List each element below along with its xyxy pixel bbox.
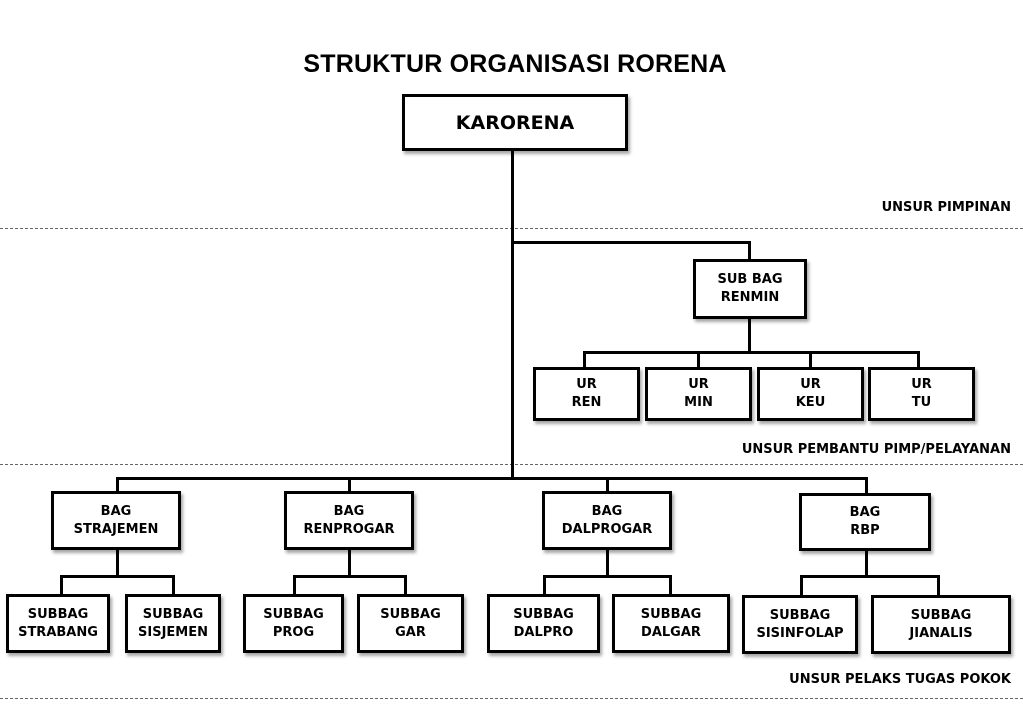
box-ur-keu: UR KEU [757, 367, 864, 421]
box-subbag-strabang: SUBBAG STRABANG [6, 594, 110, 653]
box-subbag-sisinfolap-line1: SUBBAG [769, 607, 831, 623]
zone-label-pelaks: UNSUR PELAKS TUGAS POKOK [789, 672, 1011, 687]
box-subbag-dalgar-line1: SUBBAG [640, 606, 702, 622]
connector-ur-keu [809, 351, 812, 368]
connector-urusan-bus [583, 351, 919, 354]
box-bag-dalprogar: BAG DALPROGAR [542, 491, 672, 550]
box-subbag-dalpro-line2: DALPRO [513, 624, 574, 640]
box-subbag-dalgar: SUBBAG DALGAR [612, 594, 730, 653]
box-bag-rbp-line1: BAG [849, 505, 881, 520]
box-bag-strajemen-line2: STRAJEMEN [73, 521, 159, 537]
connector-strajemen-bus [60, 575, 175, 578]
connector-subbag-jianalis [937, 575, 940, 595]
connector-subbag-strabang [60, 575, 63, 595]
box-ur-tu-line1: UR [911, 377, 932, 392]
box-ur-min-line2: MIN [684, 395, 713, 410]
connector-renprogar-down [348, 549, 351, 577]
box-ur-min: UR MIN [645, 367, 752, 421]
box-ur-keu-line2: KEU [795, 395, 826, 410]
box-renmin-line2: RENMIN [720, 290, 780, 305]
connector-subbag-sisinfolap [800, 575, 803, 595]
box-karorena-label: KARORENA [455, 111, 575, 134]
chart-title: STRUKTUR ORGANISASI RORENA [303, 50, 727, 78]
connector-dalprogar-down [606, 549, 609, 577]
box-subbag-sisinfolap: SUBBAG SISINFOLAP [742, 595, 858, 654]
box-bag-strajemen-line1: BAG [100, 503, 132, 519]
box-subbag-gar-line2: GAR [395, 624, 426, 640]
box-subbag-gar-line1: SUBBAG [380, 606, 441, 622]
connector-trunk [511, 150, 514, 480]
box-bag-dalprogar-line2: DALPROGAR [561, 521, 653, 537]
box-subbag-sisjemen-line1: SUBBAG [142, 606, 204, 622]
box-subbag-jianalis-line2: JIANALIS [909, 625, 973, 641]
zone-label-pembantu: UNSUR PEMBANTU PIMP/PELAYANAN [741, 442, 1011, 457]
box-subbag-prog: SUBBAG PROG [243, 594, 344, 653]
zone-label-pimpinan: UNSUR PIMPINAN [881, 200, 1011, 215]
connector-renmin-vertical [748, 241, 751, 261]
connector-ur-min [697, 351, 700, 368]
connector-subbag-prog [293, 575, 296, 595]
connector-rbp-down [865, 549, 868, 577]
connector-ur-ren [583, 351, 586, 368]
connector-renmin-horizontal [511, 241, 750, 244]
connector-rbp-bus [800, 575, 940, 578]
connector-bag-rbp [865, 477, 868, 493]
box-bag-strajemen: BAG STRAJEMEN [51, 491, 181, 550]
box-ur-tu: UR TU [868, 367, 975, 421]
box-subbag-jianalis-line1: SUBBAG [910, 607, 972, 623]
connector-strajemen-down [116, 549, 119, 577]
connector-subbag-dalgar [669, 575, 672, 595]
connector-ur-tu [917, 351, 920, 368]
box-bag-dalprogar-line1: BAG [591, 503, 623, 519]
box-ur-ren-line2: REN [571, 395, 602, 410]
zone-divider-pelaks [0, 698, 1023, 699]
box-ur-tu-line2: TU [911, 395, 932, 410]
connector-subbag-sisjemen [172, 575, 175, 595]
box-bag-renprogar-line2: RENPROGAR [303, 521, 395, 537]
box-ur-keu-line1: UR [800, 377, 821, 392]
connector-subbag-gar [404, 575, 407, 595]
box-subbag-dalpro: SUBBAG DALPRO [487, 594, 600, 653]
box-subbag-renmin: SUB BAG RENMIN [693, 259, 807, 319]
box-subbag-dalpro-line1: SUBBAG [513, 606, 574, 622]
box-bag-renprogar: BAG RENPROGAR [284, 491, 414, 550]
box-ur-ren-line1: UR [576, 377, 597, 392]
box-subbag-strabang-line2: STRABANG [18, 624, 98, 640]
box-bag-rbp-line2: RBP [850, 523, 880, 538]
box-subbag-prog-line2: PROG [272, 624, 315, 640]
connector-dalprogar-bus [543, 575, 672, 578]
connector-bag-strajemen [116, 477, 119, 493]
box-bag-rbp: BAG RBP [799, 493, 931, 551]
box-subbag-sisjemen: SUBBAG SISJEMEN [125, 594, 221, 653]
box-subbag-sisinfolap-line2: SISINFOLAP [756, 625, 844, 641]
box-karorena: KARORENA [402, 94, 628, 151]
box-ur-ren: UR REN [533, 367, 640, 421]
box-subbag-strabang-line1: SUBBAG [27, 606, 89, 622]
box-subbag-gar: SUBBAG GAR [357, 594, 464, 653]
box-renmin-line1: SUB BAG [717, 272, 783, 287]
connector-bag-dalprogar [606, 477, 609, 493]
box-subbag-prog-line1: SUBBAG [263, 606, 324, 622]
connector-subbag-dalpro [543, 575, 546, 595]
box-ur-min-line1: UR [688, 377, 709, 392]
box-subbag-jianalis: SUBBAG JIANALIS [871, 595, 1011, 654]
box-subbag-sisjemen-line2: SISJEMEN [138, 624, 208, 640]
box-subbag-dalgar-line2: DALGAR [641, 624, 701, 640]
box-bag-renprogar-line1: BAG [333, 503, 365, 519]
connector-renmin-down [748, 318, 751, 353]
connector-renprogar-bus [293, 575, 407, 578]
connector-bag-renprogar [348, 477, 351, 493]
connector-bagian-bus [116, 477, 868, 480]
